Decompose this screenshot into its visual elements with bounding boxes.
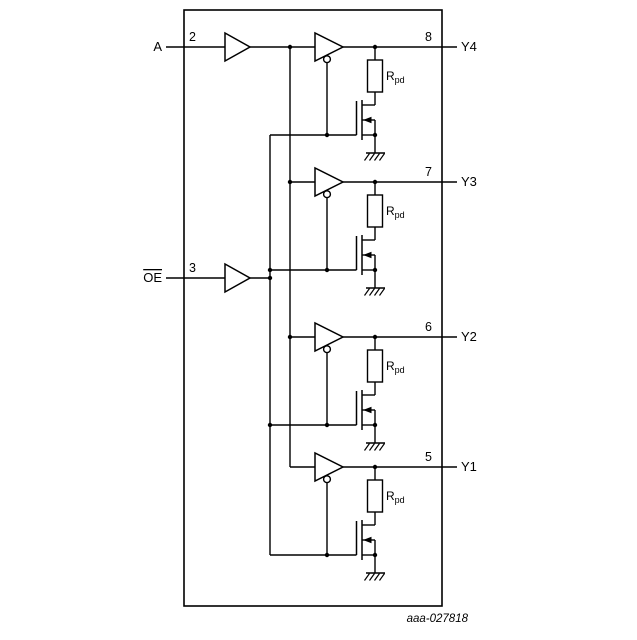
channel-y2-rpd-label: Rpd xyxy=(386,359,405,375)
channel-y2: 6 Y2 Rpd xyxy=(269,320,477,452)
channel-y1: 5 Y1 Rpd xyxy=(269,450,477,582)
channel-y4-circuit xyxy=(269,32,458,162)
input-oe-label: OE xyxy=(143,270,162,285)
channel-y3: 7 Y3 Rpd xyxy=(269,165,477,297)
oe-bus xyxy=(267,135,273,555)
a-bus xyxy=(287,47,293,467)
channel-y2-pin-number: 6 xyxy=(425,320,432,334)
channel-y3-label: Y3 xyxy=(461,174,477,189)
channel-y1-label: Y1 xyxy=(461,459,477,474)
channel-y3-rpd-label: Rpd xyxy=(386,204,405,220)
buffer-a xyxy=(224,31,252,63)
channel-y4: 8 Y4 Rpd xyxy=(269,30,477,162)
buffer-oe xyxy=(224,262,252,294)
figure-caption: aaa-027818 xyxy=(407,613,469,625)
channel-y3-pin-number: 7 xyxy=(425,165,432,179)
input-oe-pin-number: 3 xyxy=(189,261,196,275)
channel-y4-pin-number: 8 xyxy=(425,30,432,44)
channel-y1-pin-number: 5 xyxy=(425,450,432,464)
input-a: A 2 xyxy=(153,30,293,63)
input-a-label: A xyxy=(153,39,162,54)
channel-y1-rpd-label: Rpd xyxy=(386,489,405,505)
channel-y3-circuit xyxy=(269,167,458,297)
input-oe: OE 3 xyxy=(143,261,273,294)
channel-y4-rpd-label: Rpd xyxy=(386,69,405,85)
channel-y2-label: Y2 xyxy=(461,329,477,344)
channel-y1-circuit xyxy=(269,452,458,582)
input-a-pin-number: 2 xyxy=(189,30,196,44)
channel-y2-circuit xyxy=(269,322,458,452)
channel-y4-label: Y4 xyxy=(461,39,477,54)
ic-boundary xyxy=(183,9,443,607)
